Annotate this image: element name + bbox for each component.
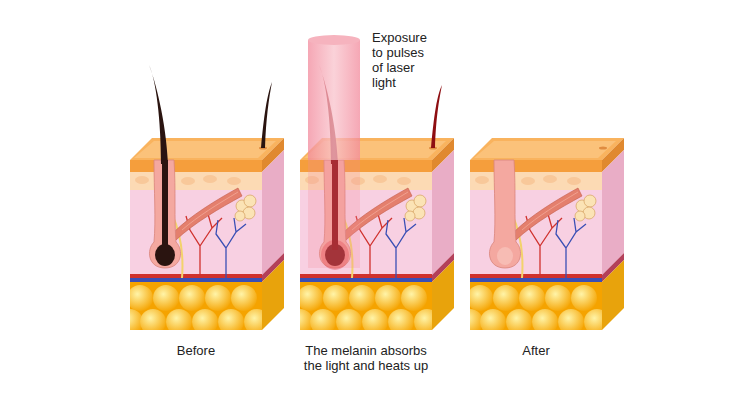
callout-label: Exposure to pulses of laser light [372, 30, 438, 90]
stage-label: Before [136, 343, 256, 358]
stage-label: The melanin absorbs the light and heats … [296, 343, 436, 373]
stage-label: After [476, 343, 596, 358]
